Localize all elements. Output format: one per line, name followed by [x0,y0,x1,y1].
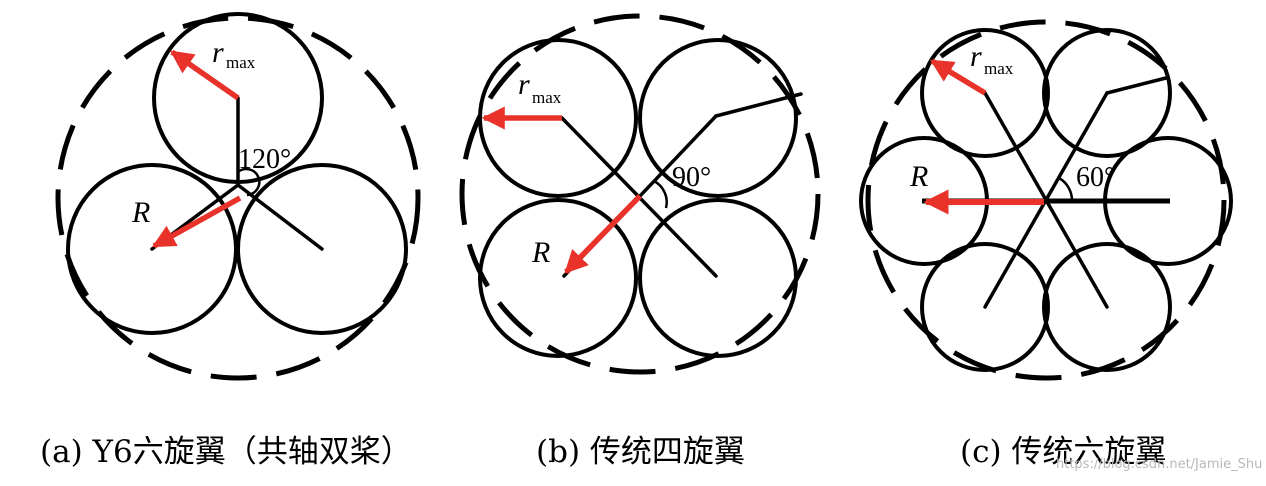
panel-b-angle-arc [653,179,668,209]
panel-a-rmax-arrow [170,49,240,101]
panel-c-R-label: R [909,160,928,193]
panel-c-rotor-top-left [920,28,1050,158]
panel-b-boundary-circle [459,13,821,375]
panel-c-rotor-bottom-right [1042,242,1172,372]
panel-c-angle-label: 60° [1076,162,1115,193]
panel-a-y6-hexacopter: r max R 120° [55,12,421,381]
panel-b-R-arrow [564,194,642,274]
panel-c-boundary-circle [865,19,1227,381]
panel-b-R-label: R [531,236,550,269]
panel-b-quadrotor: r max R 90° [459,13,821,375]
panel-c-caption: (c) 传统六旋翼 [960,434,1166,470]
watermark: https://blog.csdn.net/Jamie_Shu [1056,457,1262,472]
panel-b-rotor-top-right [638,38,798,198]
panel-a-angle-arc [237,167,261,197]
panel-b-rotor-bottom-left [478,198,638,358]
panel-a-R-label: R [131,196,150,229]
panel-c-hexacopter: r max R 60° [859,19,1233,381]
panel-c-radius-line [1105,76,1168,95]
panel-c-rmax-subscript: max [984,59,1014,78]
panel-a-rotor-right [236,163,408,335]
panel-a-rmax-label: r [212,36,224,69]
panel-b-rmax-label: r [518,68,530,101]
panel-a-R-arrow [151,195,242,249]
panel-b-rotor-top-left [478,38,638,198]
panel-b-radius-line [714,92,803,118]
panel-c-angle-arc [1058,176,1074,202]
panel-c-rmax-label: r [970,40,982,73]
panel-c-rotor-bottom-left [920,242,1050,372]
panel-a-boundary-circle [55,15,421,381]
panel-b-rotor-bottom-right [638,198,798,358]
panel-a-angle-label: 120° [238,144,291,175]
panel-a-rmax-subscript: max [226,53,256,72]
panel-c-rotor-top-right [1042,28,1172,158]
panel-a-arm-right [236,183,324,251]
panel-c-rmax-arrow [930,58,987,96]
panel-a-caption: (a) Y6六旋翼（共轴双桨） [40,434,412,470]
panel-b-angle-label: 90° [672,162,711,193]
panel-b-caption: (b) 传统四旋翼 [536,434,745,470]
panel-b-rmax-subscript: max [532,88,562,107]
